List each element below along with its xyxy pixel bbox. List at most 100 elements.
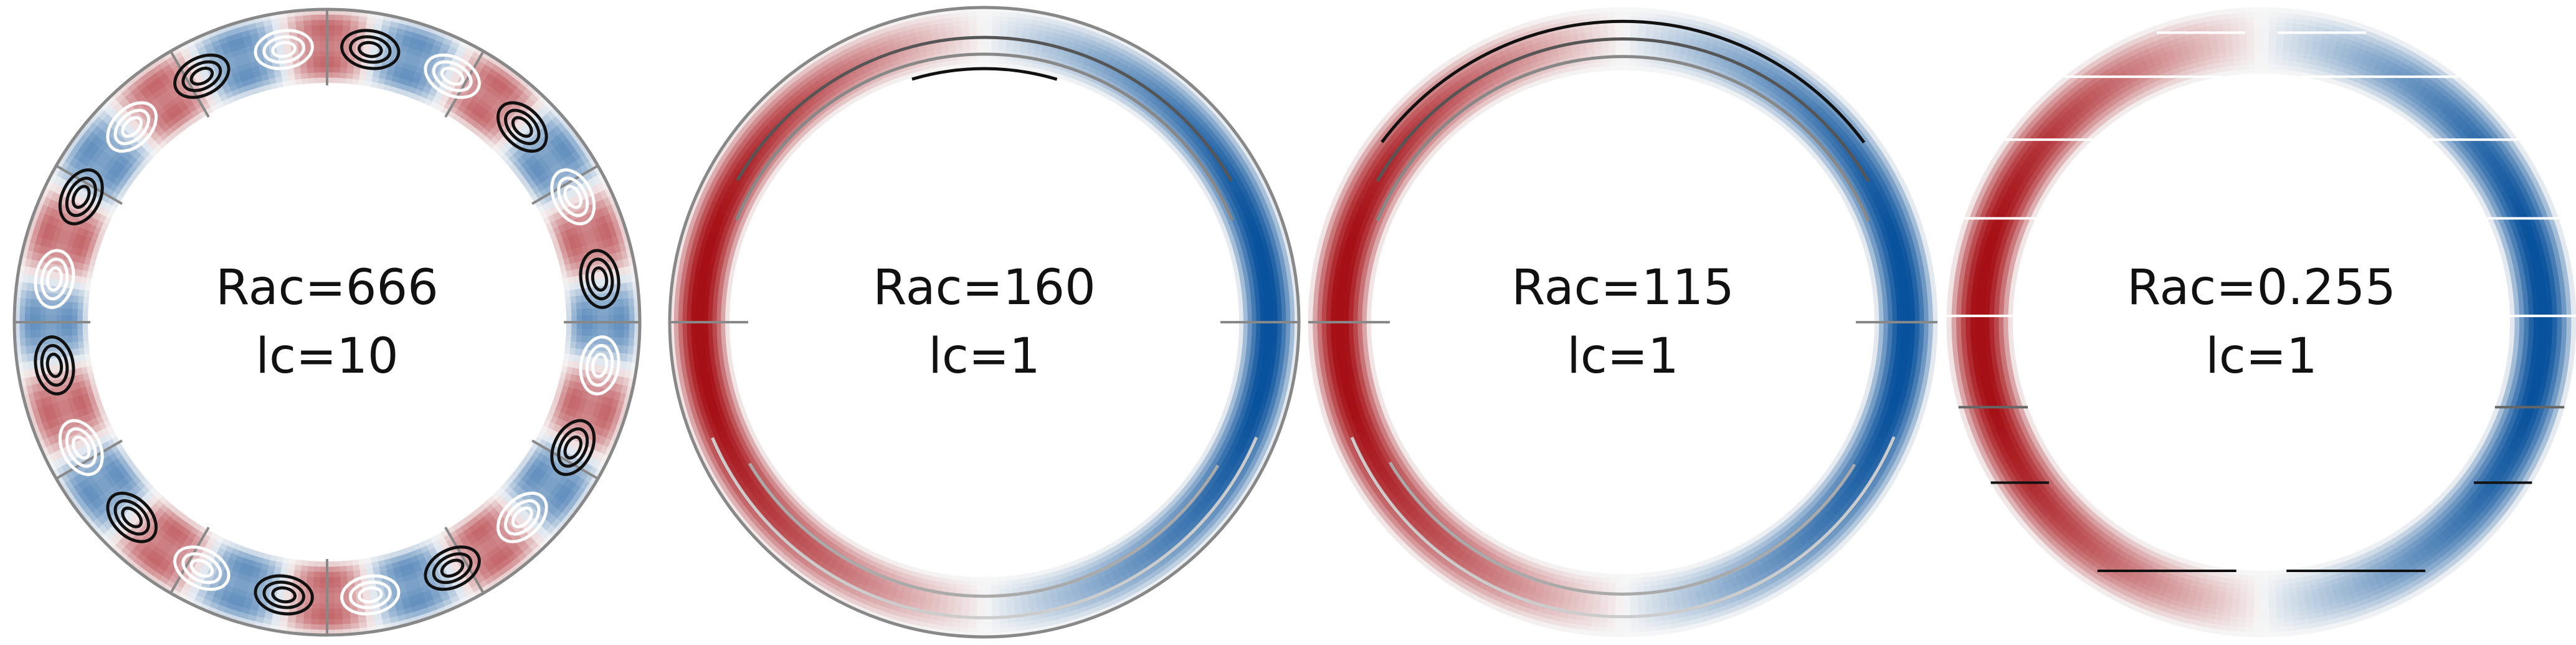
field-cell (294, 68, 302, 74)
field-cell (619, 330, 624, 338)
field-cell (19, 330, 25, 338)
field-cell (334, 588, 341, 593)
field-cell (308, 561, 315, 567)
field-cell (627, 290, 634, 299)
field-cell (1005, 59, 1012, 64)
field-cell (301, 565, 308, 571)
field-cell (576, 302, 582, 310)
field-cell (78, 341, 84, 348)
field-cell (1000, 12, 1009, 17)
field-cell (300, 571, 308, 577)
field-cell (346, 68, 354, 74)
field-cell (333, 582, 341, 588)
field-cell (77, 328, 83, 335)
field-cell (346, 560, 353, 566)
field-cell (295, 623, 303, 629)
field-cell (340, 571, 348, 578)
field-cell (40, 329, 46, 337)
field-cell (313, 51, 320, 57)
field-cell (571, 335, 577, 342)
field-cell (566, 335, 572, 342)
field-cell (333, 566, 340, 572)
field-cell (333, 72, 340, 78)
field-cell (569, 348, 576, 355)
field-cell (335, 619, 343, 624)
field-cell (72, 335, 78, 343)
field-cell (31, 299, 37, 307)
field-cell (352, 560, 359, 566)
field-cell (20, 346, 26, 355)
field-cell (998, 59, 1005, 64)
field-cell (984, 63, 991, 67)
field-cell (566, 328, 571, 335)
field-cell (67, 302, 73, 309)
field-cell (335, 36, 343, 41)
field-cell (313, 62, 321, 67)
field-cell (295, 618, 304, 624)
field-cell (334, 51, 341, 57)
field-cell (77, 302, 83, 309)
field-cell (350, 618, 359, 624)
field-cell (629, 322, 635, 330)
field-cell (984, 29, 992, 33)
field-cell (30, 307, 36, 315)
field-cell (991, 59, 999, 64)
field-cell (342, 618, 351, 624)
field-cell (343, 20, 351, 26)
field-cell (72, 328, 77, 335)
field-cell (19, 314, 25, 322)
field-cell (624, 307, 629, 315)
field-cell (311, 30, 320, 36)
field-cell (62, 328, 67, 336)
field-cell (77, 335, 83, 342)
field-cell (311, 608, 320, 614)
field-cell (342, 613, 350, 619)
temperature-field (14, 9, 640, 636)
field-cell (353, 69, 361, 75)
field-cell (992, 12, 1001, 17)
field-cell (574, 289, 581, 297)
field-cell (40, 307, 46, 315)
field-cell (340, 576, 348, 583)
field-cell (574, 348, 581, 356)
field-cell (301, 73, 308, 79)
field-cell (564, 290, 571, 298)
field-cell (35, 307, 40, 315)
field-cell (67, 328, 72, 336)
field-cell (333, 577, 341, 583)
field-cell (25, 337, 31, 346)
field-cell (991, 63, 999, 68)
field-cell (352, 79, 359, 85)
field-cell (311, 624, 320, 629)
field-cell (622, 290, 629, 299)
field-cell (629, 298, 635, 307)
field-cell (999, 42, 1007, 47)
field-cell (570, 296, 576, 303)
field-cell (335, 25, 343, 31)
field-cell (997, 63, 1005, 68)
field-cell (613, 307, 619, 315)
field-cell (83, 335, 89, 342)
field-cell (582, 308, 587, 316)
field-cell (619, 307, 624, 315)
field-cell (335, 14, 344, 20)
field-cell (314, 72, 321, 78)
field-cell (314, 566, 321, 572)
field-cell (613, 330, 619, 338)
field-cell (312, 36, 320, 41)
field-cell (627, 346, 634, 355)
field-cell (67, 335, 73, 343)
field-cell (629, 306, 634, 315)
field-cell (314, 77, 321, 83)
field-cell (311, 619, 319, 624)
field-cell (295, 21, 304, 27)
field-cell (351, 16, 359, 22)
field-cell (353, 570, 360, 576)
field-cell (319, 624, 327, 630)
field-cell (83, 303, 89, 310)
field-cell (295, 74, 302, 80)
field-cell (340, 566, 346, 572)
panel-rac-666: Rac=666 lc=10 (13, 8, 641, 636)
field-cell (25, 298, 31, 307)
field-cell (623, 299, 629, 307)
